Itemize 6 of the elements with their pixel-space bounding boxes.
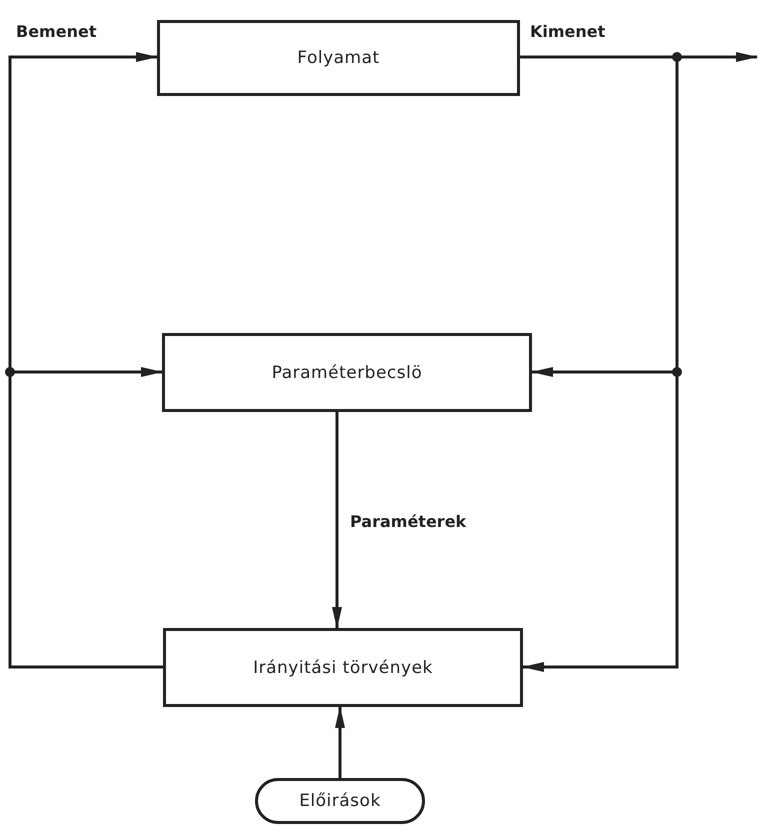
arrow [335,706,345,778]
process-box: Irányitási törvények [163,628,523,707]
process-box: Paraméterbecslö [162,333,532,412]
terminal-box: Előirások [255,778,425,824]
arrow [332,412,342,629]
process-box: Folyamat [157,20,520,96]
